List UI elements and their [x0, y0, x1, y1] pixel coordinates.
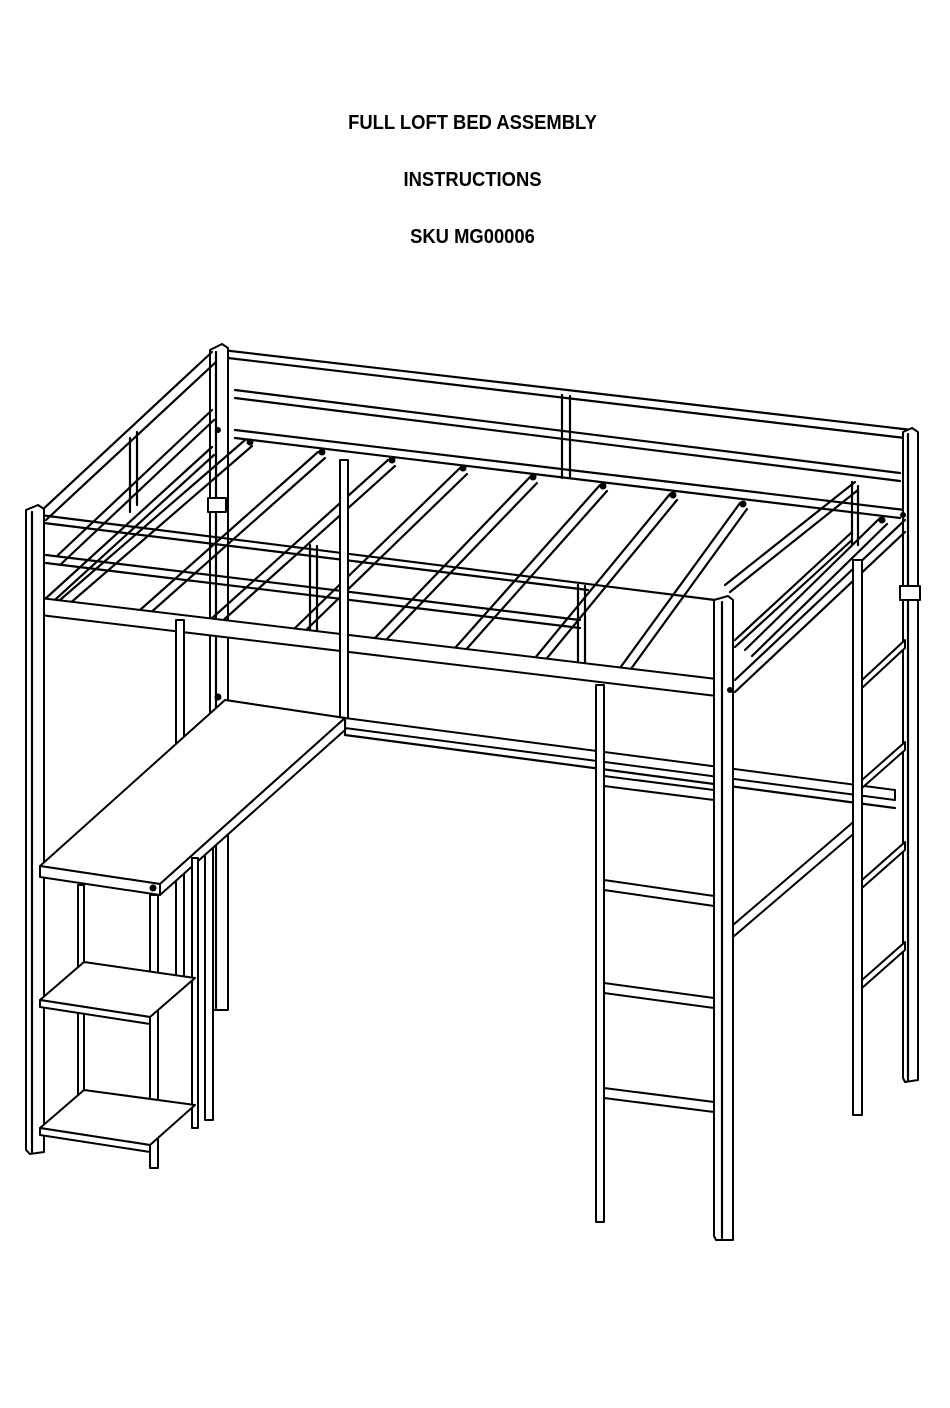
front-frame-rail	[39, 597, 726, 698]
front-ladder	[595, 595, 734, 1241]
l-desk	[39, 693, 897, 896]
side-ladder	[852, 559, 906, 1116]
post-back-right	[899, 427, 921, 1083]
back-rail-assembly	[220, 348, 914, 520]
document-title: FULL LOFT BED ASSEMBLY	[348, 112, 597, 134]
sku-label: SKU MG00006	[410, 226, 535, 248]
document-subtitle: INSTRUCTIONS	[403, 169, 542, 191]
bracket	[207, 497, 227, 513]
title-block: FULL LOFT BED ASSEMBLY INSTRUCTIONS SKU …	[0, 108, 945, 279]
bed-slats	[58, 438, 889, 675]
loft-bed-illustration	[0, 330, 950, 1260]
front-guardrail	[38, 513, 717, 668]
right-side-rail	[723, 480, 907, 694]
left-guardrail	[38, 350, 218, 610]
post-front-left	[25, 504, 45, 1155]
side-stretcher	[732, 817, 859, 938]
shelf-unit	[39, 857, 199, 1169]
